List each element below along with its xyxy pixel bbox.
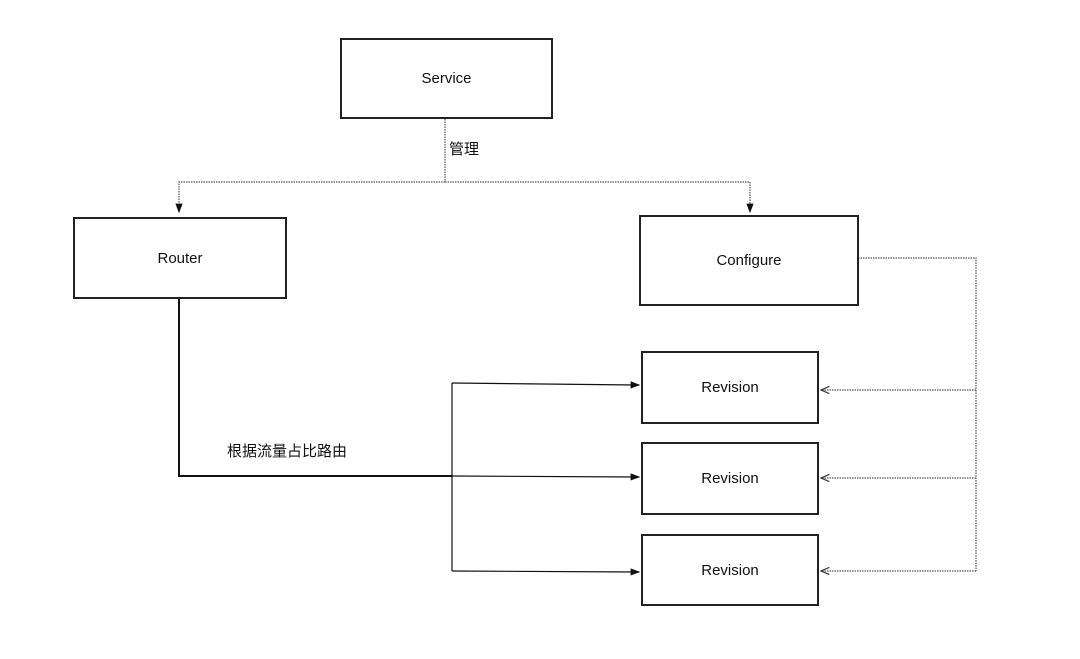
route-edges	[178, 298, 641, 576]
router-node: Router	[73, 217, 287, 299]
revision-node: Revision	[641, 534, 819, 606]
edge-service-router	[175, 181, 445, 214]
route-label: 根据流量占比路由	[227, 443, 348, 460]
configure-edges	[821, 257, 977, 571]
edge-router-revision-2	[451, 473, 641, 481]
revision-node: Revision	[641, 442, 819, 515]
revision-node: Revision	[641, 351, 819, 424]
configure-node: Configure	[639, 215, 859, 306]
router-trunk	[178, 298, 452, 477]
edge-router-revision-3	[451, 568, 641, 576]
edge-service-configure	[445, 181, 754, 214]
service-node: Service	[340, 38, 553, 119]
manage-edges	[175, 119, 754, 214]
manage-label: 管理	[449, 141, 480, 158]
edge-router-revision-1	[451, 381, 641, 389]
